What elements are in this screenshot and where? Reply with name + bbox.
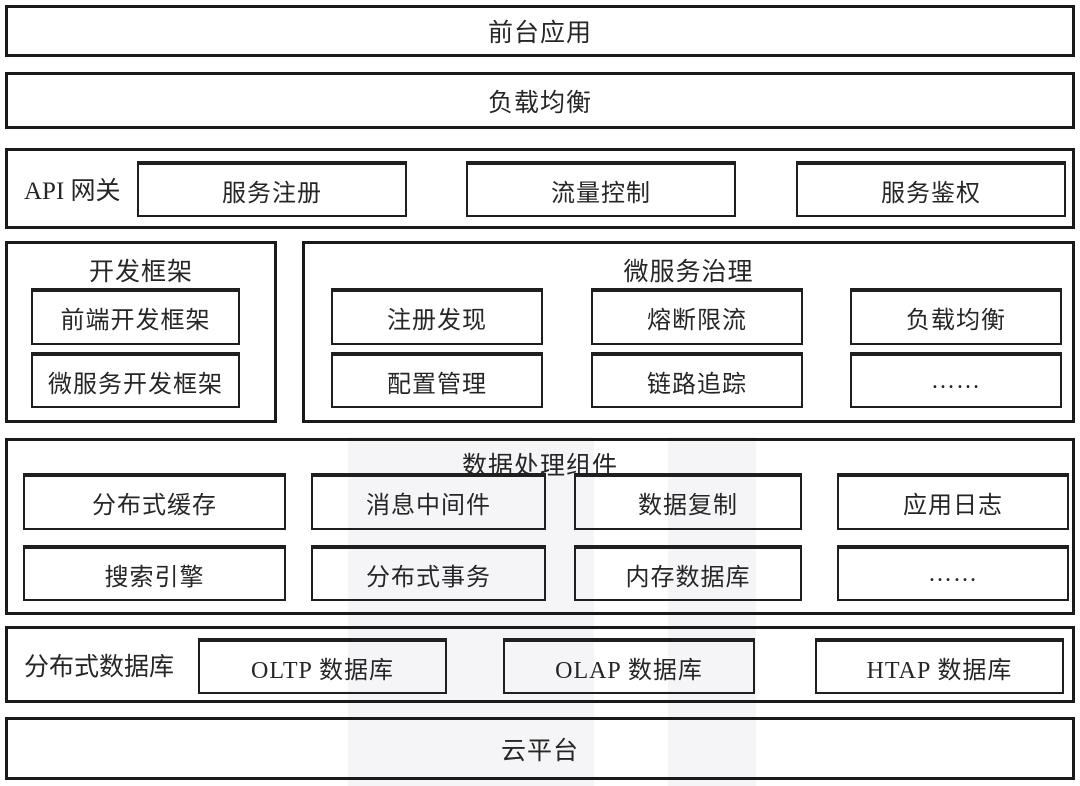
box-olap-database: OLAP 数据库 (503, 638, 755, 694)
box-frontend-dev-framework: 前端开发框架 (31, 288, 240, 345)
group-dev-framework: 开发框架 前端开发框架 微服务开发框架 (5, 241, 277, 423)
box-service-registration: 服务注册 (137, 161, 407, 217)
layer-distributed-database: 分布式数据库 OLTP 数据库 OLAP 数据库 HTAP 数据库 (5, 626, 1075, 703)
box-load-balancing: 负载均衡 (850, 288, 1062, 345)
watermark-band-right (668, 437, 756, 786)
box-registry-discovery: 注册发现 (331, 288, 543, 345)
watermark-band-left (348, 437, 594, 786)
distributed-database-label: 分布式数据库 (24, 653, 175, 681)
box-htap-database: HTAP 数据库 (815, 638, 1064, 694)
layer-load-balancer: 负载均衡 (5, 72, 1075, 129)
layer-api-gateway: API 网关 服务注册 流量控制 服务鉴权 (5, 148, 1075, 229)
group-microservice-governance: 微服务治理 注册发现 熔断限流 负载均衡 配置管理 链路追踪 …… (302, 241, 1075, 423)
box-data-replication: 数据复制 (574, 473, 802, 530)
box-governance-more: …… (850, 352, 1062, 408)
box-oltp-database: OLTP 数据库 (198, 638, 447, 694)
box-config-management: 配置管理 (331, 352, 543, 408)
dev-framework-title: 开发框架 (88, 259, 193, 286)
box-microservice-dev-framework: 微服务开发框架 (31, 352, 240, 408)
box-circuit-breaking-rate-limiting: 熔断限流 (591, 288, 803, 345)
layer-data-processing: 数据处理组件 分布式缓存 消息中间件 数据复制 应用日志 搜索引擎 分布式事务 … (5, 438, 1075, 615)
api-gateway-label: API 网关 (24, 177, 121, 205)
layer-frontend-app: 前台应用 (5, 5, 1075, 57)
box-message-middleware: 消息中间件 (311, 473, 546, 530)
box-distributed-cache: 分布式缓存 (23, 473, 286, 530)
box-search-engine: 搜索引擎 (23, 545, 286, 601)
layer-cloud-platform: 云平台 (5, 717, 1075, 780)
load-balancer-label: 负载均衡 (487, 89, 592, 117)
box-service-auth: 服务鉴权 (796, 161, 1066, 217)
box-traffic-control: 流量控制 (466, 161, 736, 217)
frontend-app-label: 前台应用 (487, 20, 592, 47)
microservice-governance-title: 微服务治理 (623, 259, 754, 286)
box-data-processing-more: …… (837, 545, 1069, 601)
box-tracing: 链路追踪 (591, 352, 803, 408)
box-in-memory-database: 内存数据库 (574, 545, 802, 601)
box-application-logs: 应用日志 (837, 473, 1069, 530)
cloud-platform-label: 云平台 (500, 737, 579, 765)
box-distributed-transaction: 分布式事务 (311, 545, 546, 601)
